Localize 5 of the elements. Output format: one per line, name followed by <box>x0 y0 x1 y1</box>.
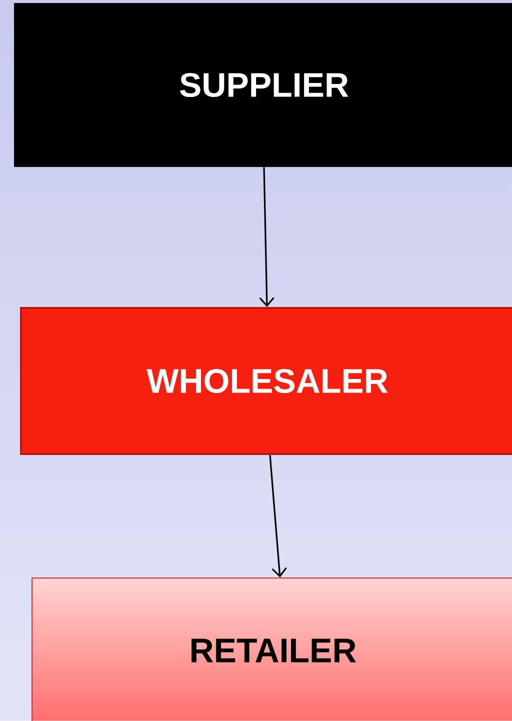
arrow <box>259 167 274 307</box>
arrow <box>269 454 287 578</box>
process-box: SUPPLIER <box>14 3 512 167</box>
process-box: WHOLESALER <box>20 307 512 455</box>
process-box: RETAILER <box>32 578 512 721</box>
